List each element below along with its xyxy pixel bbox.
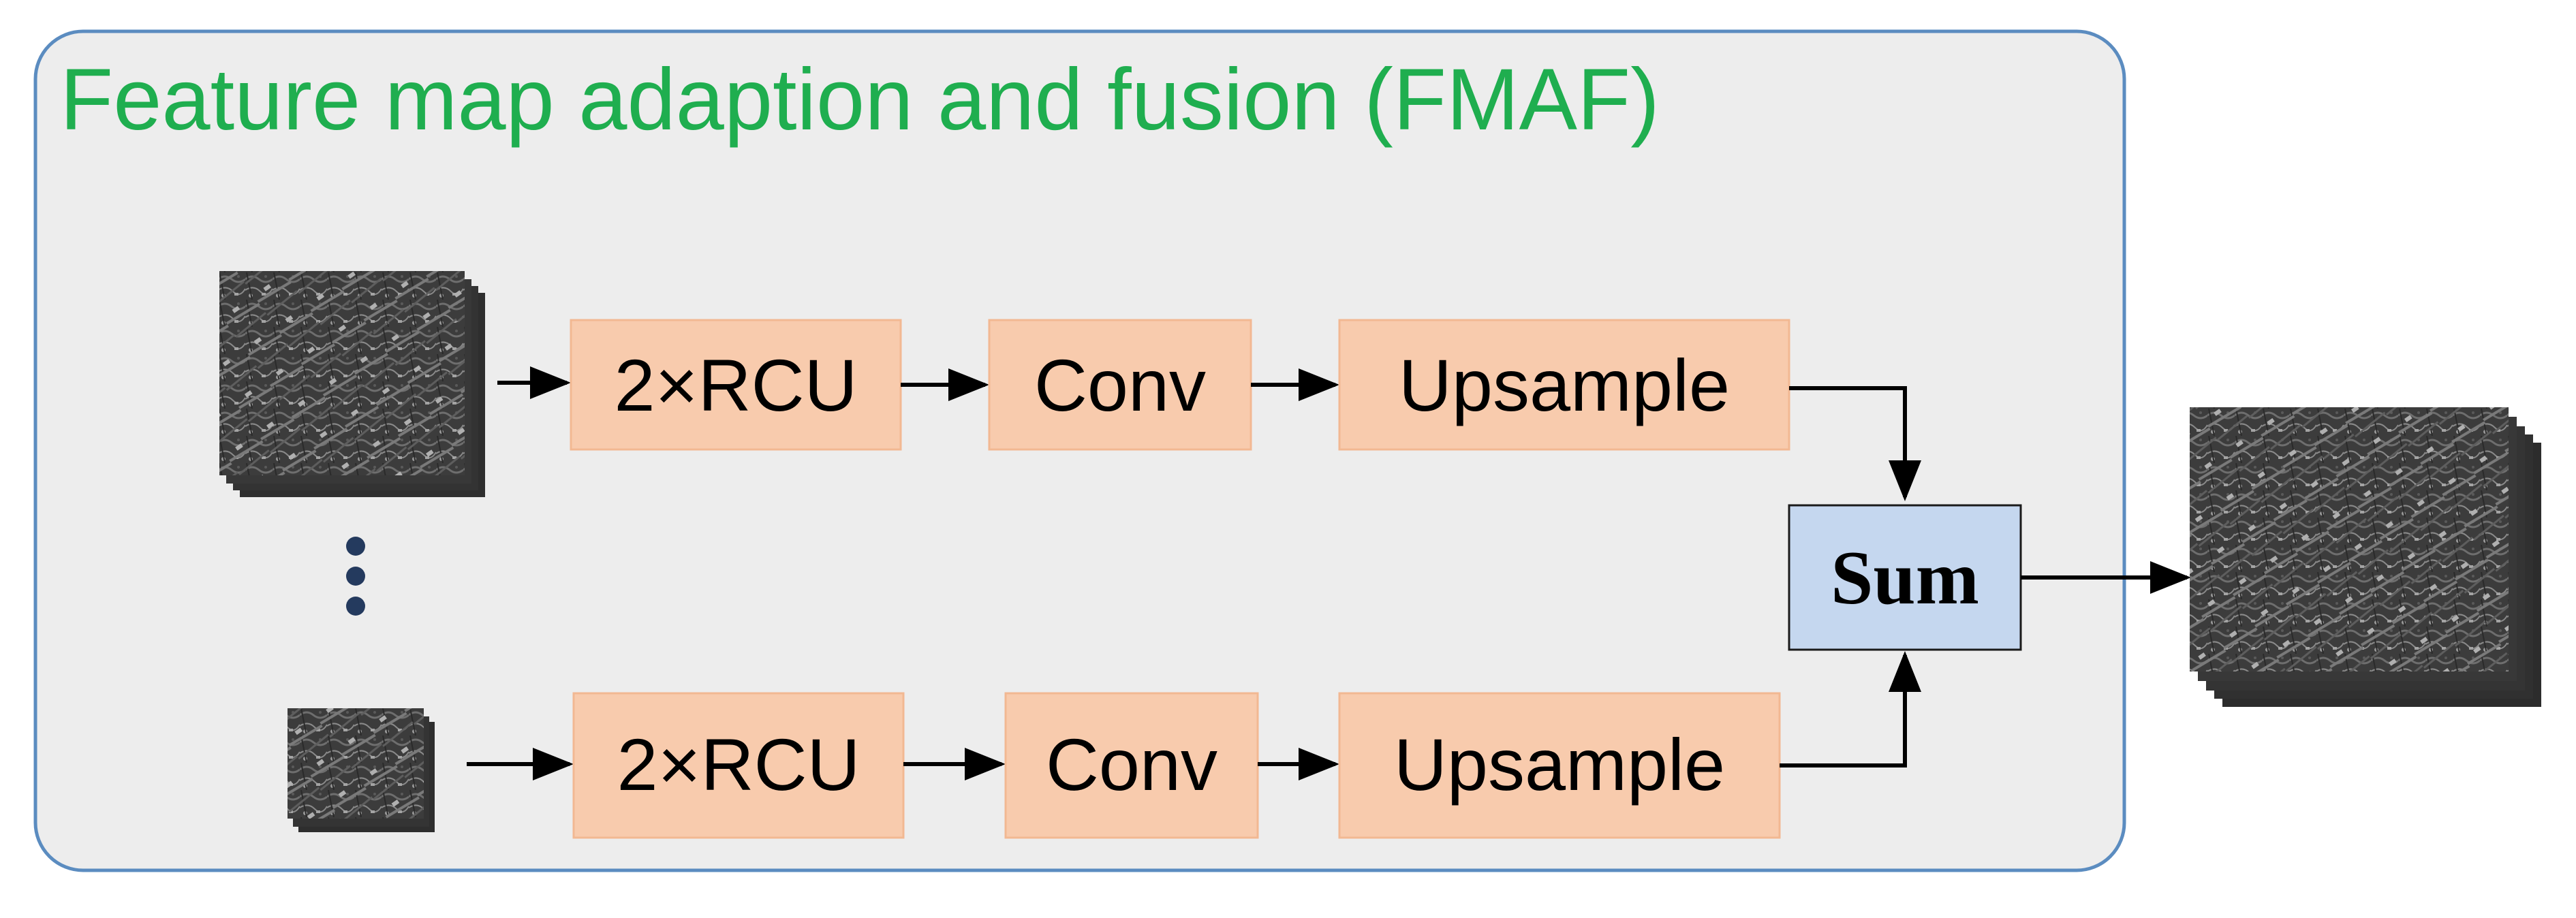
rcu-box — [570, 319, 902, 451]
upsample-label: Upsample — [1399, 344, 1730, 426]
branch-top: 2×RCU Conv Upsample — [497, 319, 1921, 501]
upsample-box — [1338, 692, 1781, 839]
arrow — [1780, 651, 1921, 767]
sar-feature-map-stack-icon — [219, 271, 485, 497]
fmaf-panel — [33, 29, 2126, 872]
conv-box — [1004, 692, 1259, 839]
upsample-label: Upsample — [1394, 723, 1725, 806]
sum-box — [1788, 504, 2022, 651]
upsample-box — [1338, 319, 1790, 451]
sar-feature-map-stack-icon — [288, 708, 435, 832]
branch-bottom: 2×RCU Conv Upsample — [467, 651, 1921, 839]
arrow — [1789, 386, 1921, 501]
rcu-box — [572, 692, 905, 839]
panel-title: Feature map adaption and fusion (FMAF) — [60, 51, 1660, 148]
rcu-label: 2×RCU — [614, 344, 857, 426]
conv-label: Conv — [1034, 344, 1206, 426]
rcu-label: 2×RCU — [617, 723, 860, 806]
sar-feature-map-stack-icon — [2190, 407, 2541, 707]
vertical-ellipsis-icon — [346, 537, 365, 616]
conv-label: Conv — [1046, 723, 1217, 806]
conv-box — [988, 319, 1252, 451]
sum-label: Sum — [1831, 536, 1979, 620]
